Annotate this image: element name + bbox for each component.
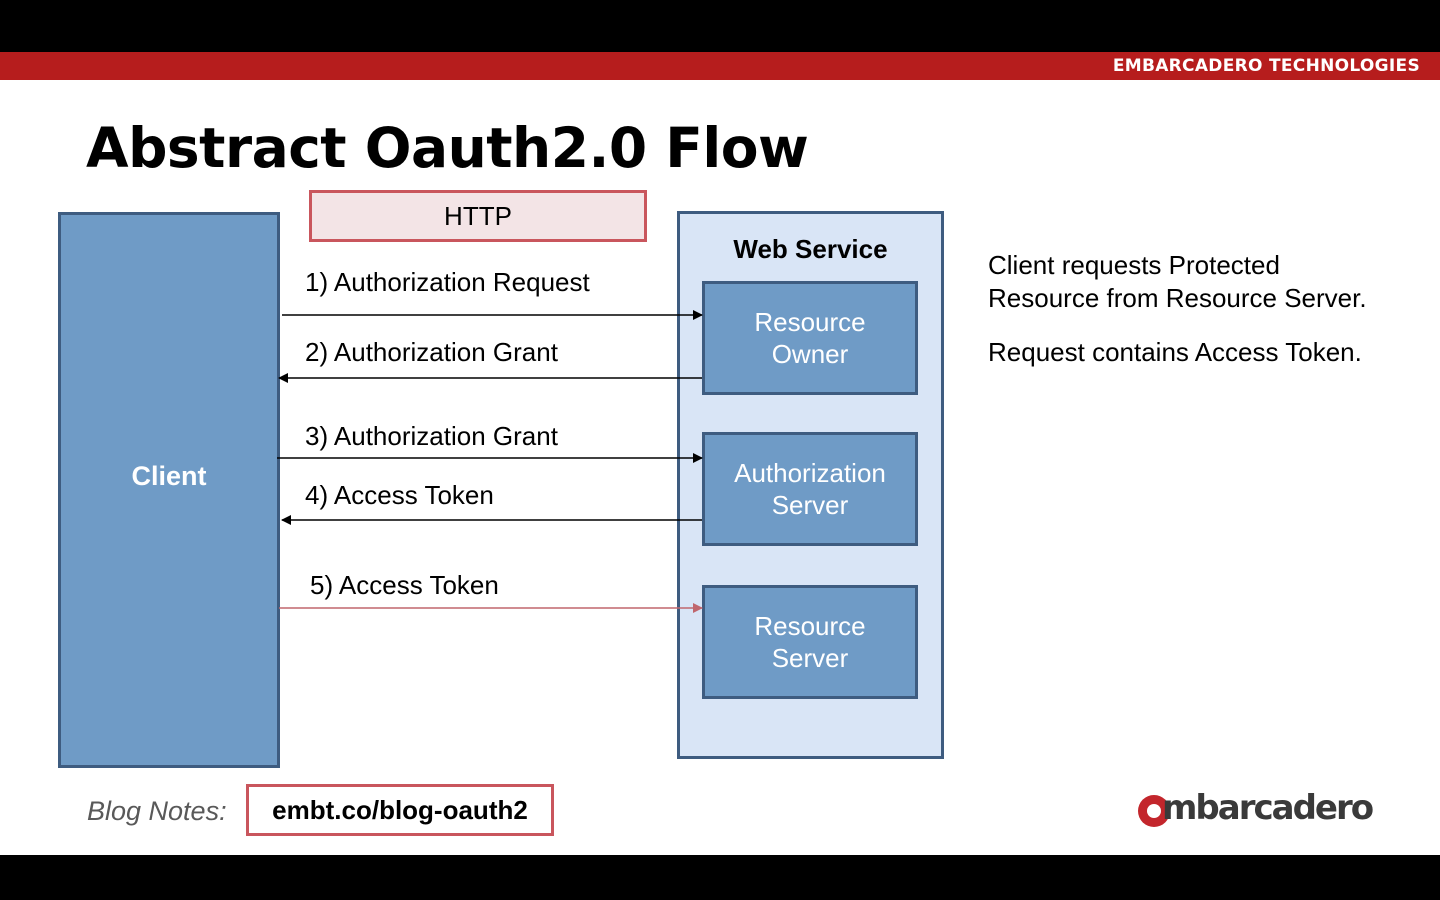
resource-server-box: Resource Server	[702, 585, 918, 699]
logo-wordmark: mbarcadero	[1162, 788, 1374, 828]
authorization-server-box: Authorization Server	[702, 432, 918, 546]
blog-link-text[interactable]: embt.co/blog-oauth2	[272, 794, 528, 825]
step-5-label: 5) Access Token	[310, 570, 499, 600]
notes-paragraph-2: Request contains Access Token.	[988, 337, 1362, 367]
blog-link[interactable]: embt.co/blog-oauth2	[246, 784, 554, 836]
web-service-title: Web Service	[733, 234, 888, 264]
resource-owner-box: Resource Owner	[702, 281, 918, 395]
resource-owner-line2: Owner	[771, 339, 849, 369]
embarcadero-logo: mbarcadero	[1138, 788, 1408, 836]
notes-paragraph-1: Client requests Protected Resource from …	[988, 250, 1367, 313]
resource-server-line2: Server	[771, 643, 849, 673]
slide-notes: Client requests Protected Resource from …	[988, 249, 1368, 390]
step-3-label: 3) Authorization Grant	[305, 421, 558, 451]
step-4-label: 4) Access Token	[305, 480, 494, 510]
resource-owner-line1: Resource	[754, 307, 866, 337]
slide-title: Abstract Oauth2.0 Flow	[86, 116, 809, 180]
authorization-server-line1: Authorization	[734, 458, 886, 488]
client-box: Client	[58, 212, 280, 768]
authorization-server-line2: Server	[771, 490, 849, 520]
flow-arrows	[277, 310, 703, 613]
top-letterbox	[0, 0, 1440, 52]
client-label: Client	[131, 461, 207, 491]
resource-server-line1: Resource	[754, 611, 866, 641]
bottom-letterbox	[0, 855, 1440, 900]
http-label-box: HTTP	[309, 190, 647, 242]
blog-notes-label: Blog Notes:	[87, 796, 227, 826]
step-2-label: 2) Authorization Grant	[305, 337, 558, 367]
logo-e-icon	[1138, 795, 1170, 827]
slide: EMBARCADERO TECHNOLOGIES Abstract Oauth2…	[0, 52, 1440, 855]
http-label: HTTP	[444, 200, 512, 231]
step-1-label: 1) Authorization Request	[305, 267, 590, 297]
company-name: EMBARCADERO TECHNOLOGIES	[1112, 56, 1420, 76]
header-band: EMBARCADERO TECHNOLOGIES	[0, 52, 1440, 80]
